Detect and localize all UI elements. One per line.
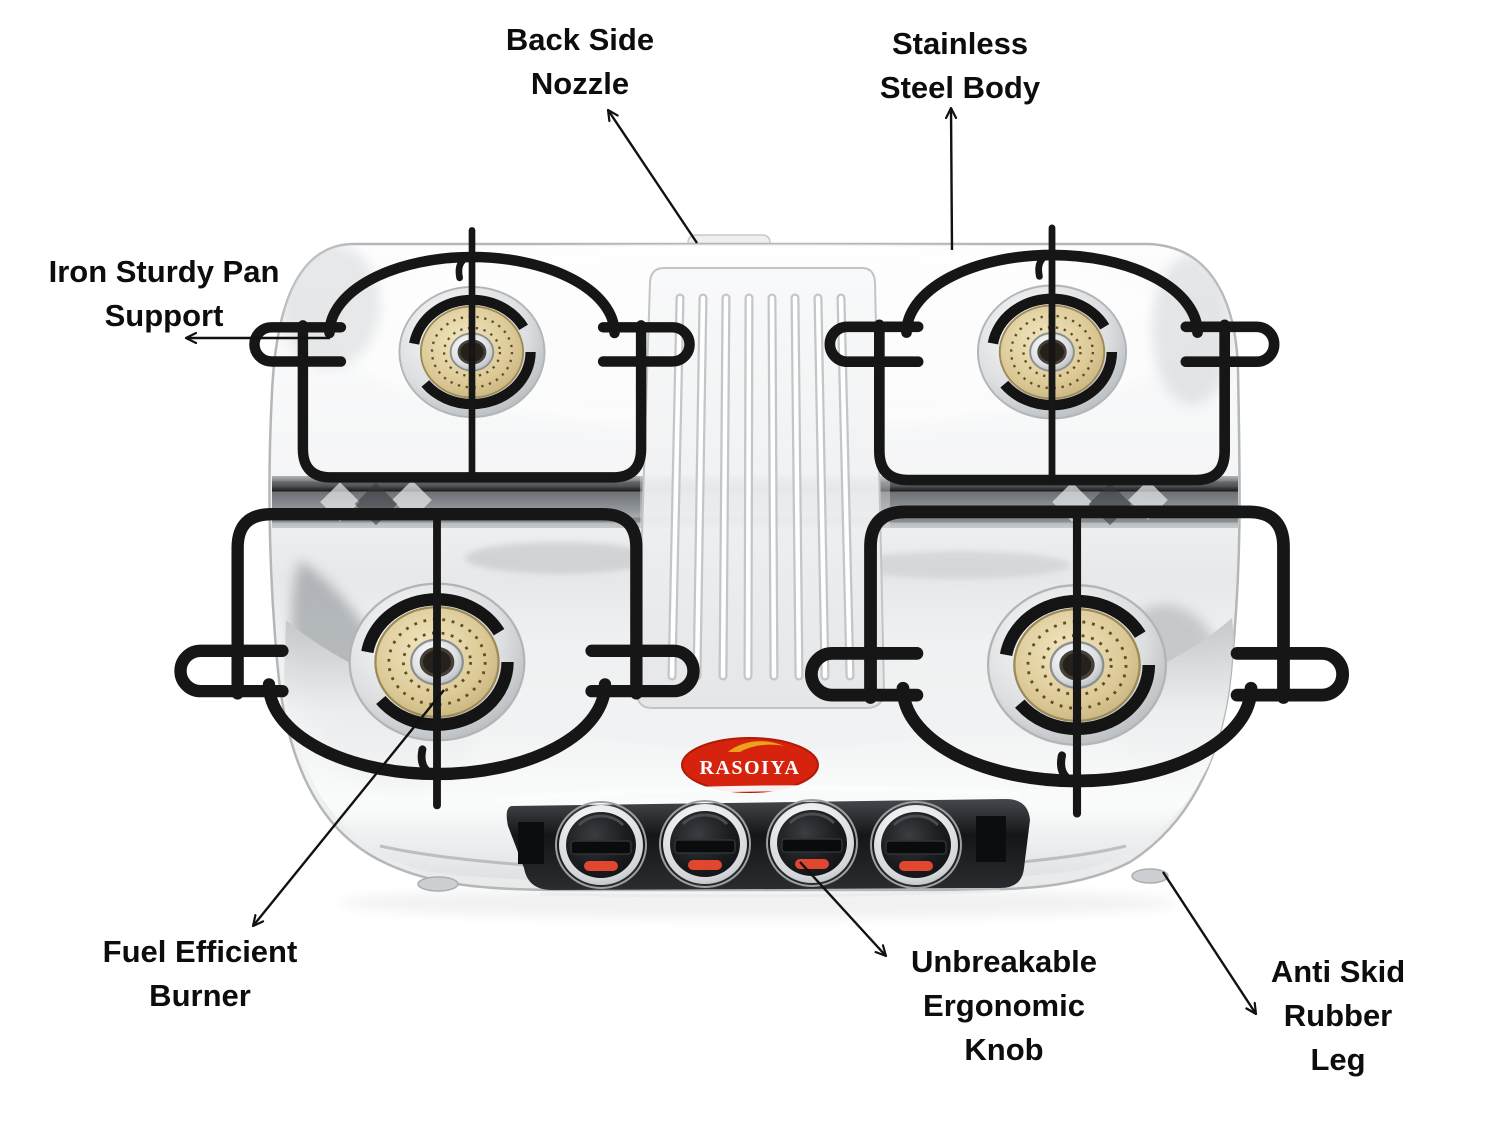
arrow-back-side-nozzle [608, 110, 698, 244]
label-unbreakable-ergonomic-knob: Unbreakable Ergonomic Knob [910, 944, 1098, 1067]
burner-knob-4 [869, 800, 963, 890]
annotation-arrows [186, 108, 1256, 1014]
burner-knob-1 [554, 800, 648, 890]
brand-logo: RASOIYA [681, 737, 819, 793]
burner-knob-3 [765, 798, 859, 888]
rubber-leg-left [417, 876, 459, 892]
label-back-side-nozzle: Back Side Nozzle [505, 22, 655, 101]
control-panel [497, 785, 1031, 898]
arrow-fuel-efficient-burner [253, 689, 445, 926]
label-anti-skid-rubber-leg: Anti Skid Rubber Leg [1270, 954, 1406, 1077]
label-fuel-efficient-burner: Fuel Efficient Burner [102, 934, 298, 1013]
arrow-stainless-steel-body [951, 108, 952, 251]
arrow-unbreakable-knob [799, 861, 886, 956]
burner-knob-2 [658, 799, 752, 889]
stove-shadow [338, 887, 1178, 919]
center-drip-plate [635, 267, 886, 709]
label-iron-sturdy-pan-support: Iron Sturdy Pan Support [48, 254, 280, 333]
brand-logo-text: RASOIYA [700, 757, 801, 779]
label-stainless-steel-body: Stainless Steel Body [879, 26, 1041, 105]
arrow-anti-skid-rubber-leg [1161, 871, 1256, 1014]
rubber-leg-right [1131, 868, 1169, 884]
logo-flame-icon [728, 741, 784, 752]
